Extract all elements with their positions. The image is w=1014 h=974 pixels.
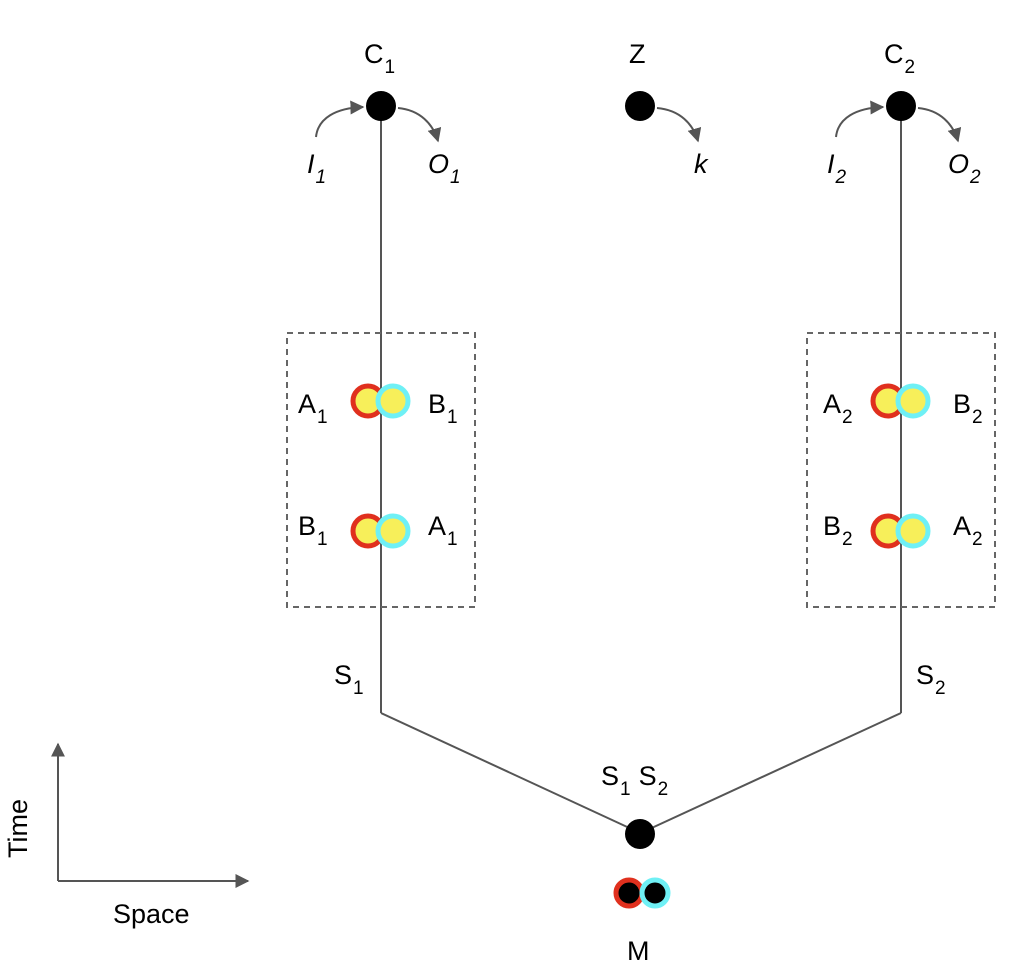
particle-pair-m <box>613 877 671 909</box>
label-o1: O1 <box>428 149 461 188</box>
input-arrow-i1 <box>315 100 365 138</box>
label-k: k <box>694 149 709 179</box>
label-s1: S1 <box>334 660 364 699</box>
label-o2: O2 <box>948 149 981 188</box>
label-i1: I1 <box>307 149 326 188</box>
measurement-box-left <box>286 332 476 608</box>
label-m: M <box>627 936 650 966</box>
node-s1s2 <box>625 819 655 849</box>
output-arrow-o1 <box>397 107 442 143</box>
output-arrow-k <box>656 107 702 143</box>
label-a1-bottom: A1 <box>428 511 458 550</box>
branch-line-left <box>380 712 639 833</box>
label-i2: I2 <box>827 149 847 188</box>
axis-label-space: Space <box>113 899 190 929</box>
label-b2-bottom: B2 <box>823 511 853 550</box>
node-z <box>625 91 655 121</box>
label-b1-top: B1 <box>428 389 458 428</box>
label-c2: C2 <box>884 39 915 78</box>
label-b2-top: B2 <box>953 389 983 428</box>
label-a2-top: A2 <box>823 389 853 428</box>
particle-pair-right-top <box>870 383 931 419</box>
particle-pair-left-bottom <box>350 513 411 549</box>
particle-pair-right-bottom <box>870 513 931 549</box>
label-a2-bottom: A2 <box>953 511 983 550</box>
output-arrow-o2 <box>917 107 962 143</box>
label-s2: S2 <box>916 660 946 699</box>
input-arrow-i2 <box>835 100 885 138</box>
label-b1-bottom: B1 <box>298 511 328 550</box>
particle-pair-left-top <box>350 383 411 419</box>
axis-label-time: Time <box>3 799 33 858</box>
label-z: Z <box>629 39 646 69</box>
label-c1: C1 <box>364 39 395 78</box>
label-a1-top: A1 <box>298 389 328 428</box>
measurement-box-right <box>806 332 996 608</box>
node-c2 <box>886 91 916 121</box>
node-c1 <box>366 91 396 121</box>
branch-line-right <box>642 712 902 833</box>
